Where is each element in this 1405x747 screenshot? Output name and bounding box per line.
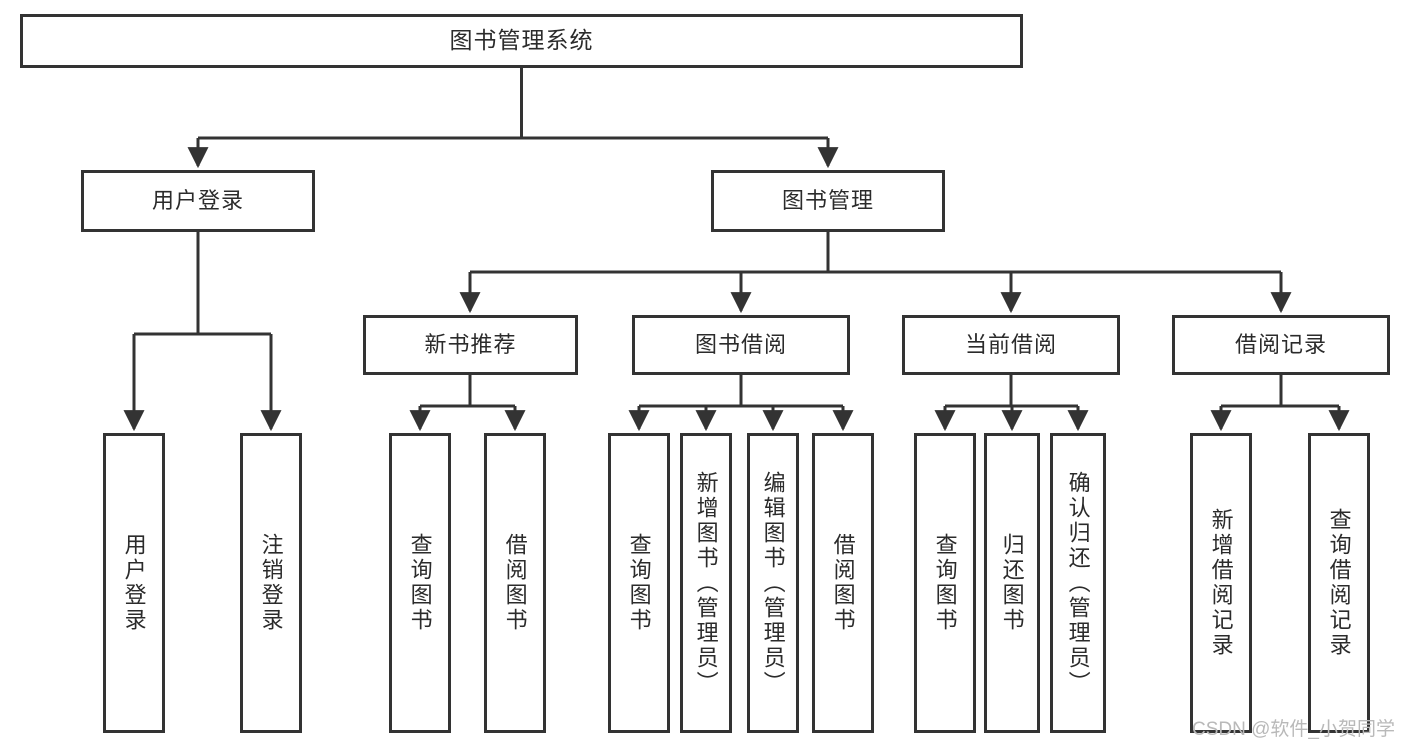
node-leaf-borrow-book-new[interactable]: 借阅图书 — [484, 433, 546, 733]
node-book-manage[interactable]: 图书管理 — [711, 170, 945, 232]
node-leaf-edit-book-admin[interactable]: 编辑图书（管理员） — [747, 433, 799, 733]
node-current-borrow[interactable]: 当前借阅 — [902, 315, 1120, 375]
node-new-book-recommend[interactable]: 新书推荐 — [363, 315, 578, 375]
node-leaf-add-book-admin[interactable]: 新增图书（管理员） — [680, 433, 732, 733]
node-root[interactable]: 图书管理系统 — [20, 14, 1023, 68]
node-book-borrow[interactable]: 图书借阅 — [632, 315, 850, 375]
node-leaf-return-book[interactable]: 归还图书 — [984, 433, 1040, 733]
node-leaf-borrow-book-borrow[interactable]: 借阅图书 — [812, 433, 874, 733]
node-leaf-confirm-return-admin[interactable]: 确认归还（管理员） — [1050, 433, 1106, 733]
node-leaf-logout-login[interactable]: 注销登录 — [240, 433, 302, 733]
node-borrow-record[interactable]: 借阅记录 — [1172, 315, 1390, 375]
node-leaf-query-book-current[interactable]: 查询图书 — [914, 433, 976, 733]
node-leaf-query-borrow-record[interactable]: 查询借阅记录 — [1308, 433, 1370, 733]
node-leaf-query-book-new[interactable]: 查询图书 — [389, 433, 451, 733]
node-leaf-user-login[interactable]: 用户登录 — [103, 433, 165, 733]
node-leaf-query-book-borrow[interactable]: 查询图书 — [608, 433, 670, 733]
node-leaf-add-borrow-record[interactable]: 新增借阅记录 — [1190, 433, 1252, 733]
node-user-login[interactable]: 用户登录 — [81, 170, 315, 232]
watermark: CSDN @软件_小贺同学 — [1192, 719, 1395, 740]
